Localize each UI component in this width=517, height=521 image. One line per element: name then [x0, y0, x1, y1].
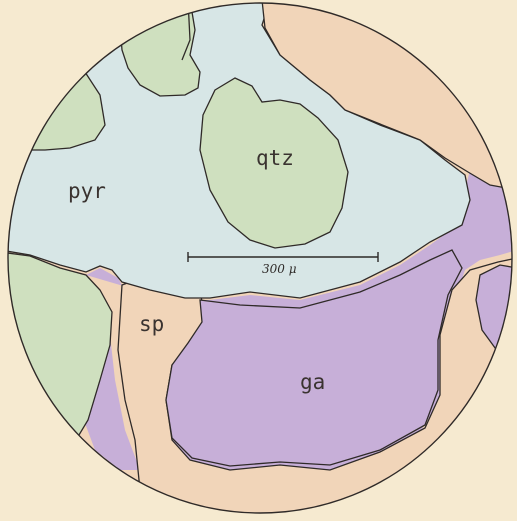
label-pyrite: pyr — [68, 179, 106, 203]
label-quartz: qtz — [256, 146, 294, 170]
label-galena: ga — [300, 370, 325, 394]
label-sphalerite: sp — [139, 312, 164, 336]
scale-bar-label: 300 μ — [262, 262, 297, 276]
